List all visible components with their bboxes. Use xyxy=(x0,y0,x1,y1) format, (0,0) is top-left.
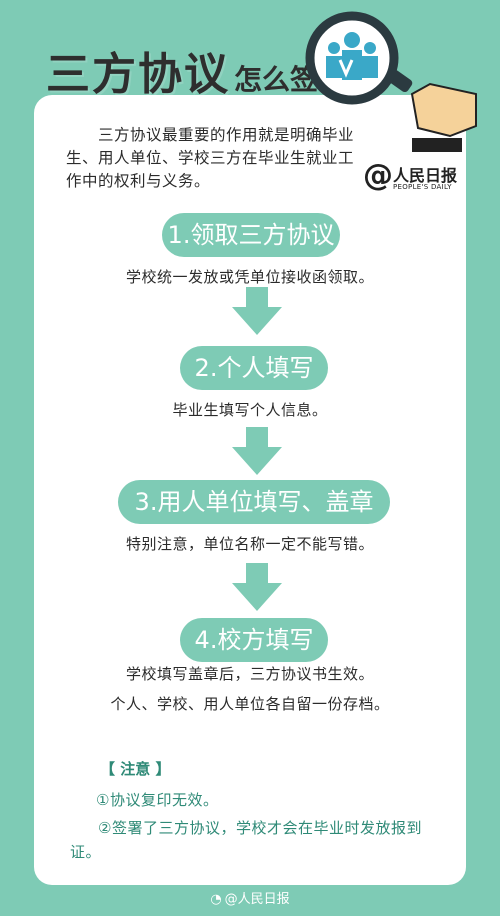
weibo-icon: ◔ xyxy=(210,892,222,907)
magnifier-people-icon xyxy=(305,11,477,152)
step-2-label: 2.个人填写 xyxy=(180,346,328,390)
title-main: 三方协议 xyxy=(46,49,230,100)
note-item-1: ①协议复印无效。 xyxy=(96,791,219,809)
arrow-down-icon xyxy=(232,427,282,475)
page-title: 三方协议 怎么签? xyxy=(46,38,334,102)
step-4-desc-2: 个人、学校、用人单位各自留一份存档。 xyxy=(110,695,390,713)
step-4-label: 4.校方填写 xyxy=(180,618,328,662)
people-daily-logo: @ 人民日报 PEOPLE'S DAILY xyxy=(363,158,458,193)
footer-credit: ◔@人民日报 xyxy=(210,892,290,907)
step-2-desc: 毕业生填写个人信息。 xyxy=(172,401,328,419)
arrow-down-icon xyxy=(232,287,282,335)
step-1-desc: 学校统一发放或凭单位接收函领取。 xyxy=(125,268,374,286)
note-item-2: ②签署了三方协议，学校才会在毕业时发放报到证。 xyxy=(70,819,422,861)
arrow-down-icon xyxy=(232,563,282,611)
step-1-label: 1.领取三方协议 xyxy=(162,213,340,257)
note-heading: 【 注意 】 xyxy=(100,760,171,778)
step-4-desc: 学校填写盖章后，三方协议书生效。 xyxy=(125,665,374,683)
intro-text: 三方协议最重要的作用就是明确毕业生、用人单位、学校三方在毕业生就业工作中的权利与… xyxy=(66,126,355,190)
step-3-desc: 特别注意，单位名称一定不能写错。 xyxy=(125,535,374,553)
step-3-label: 3.用人单位填写、盖章 xyxy=(118,480,390,524)
